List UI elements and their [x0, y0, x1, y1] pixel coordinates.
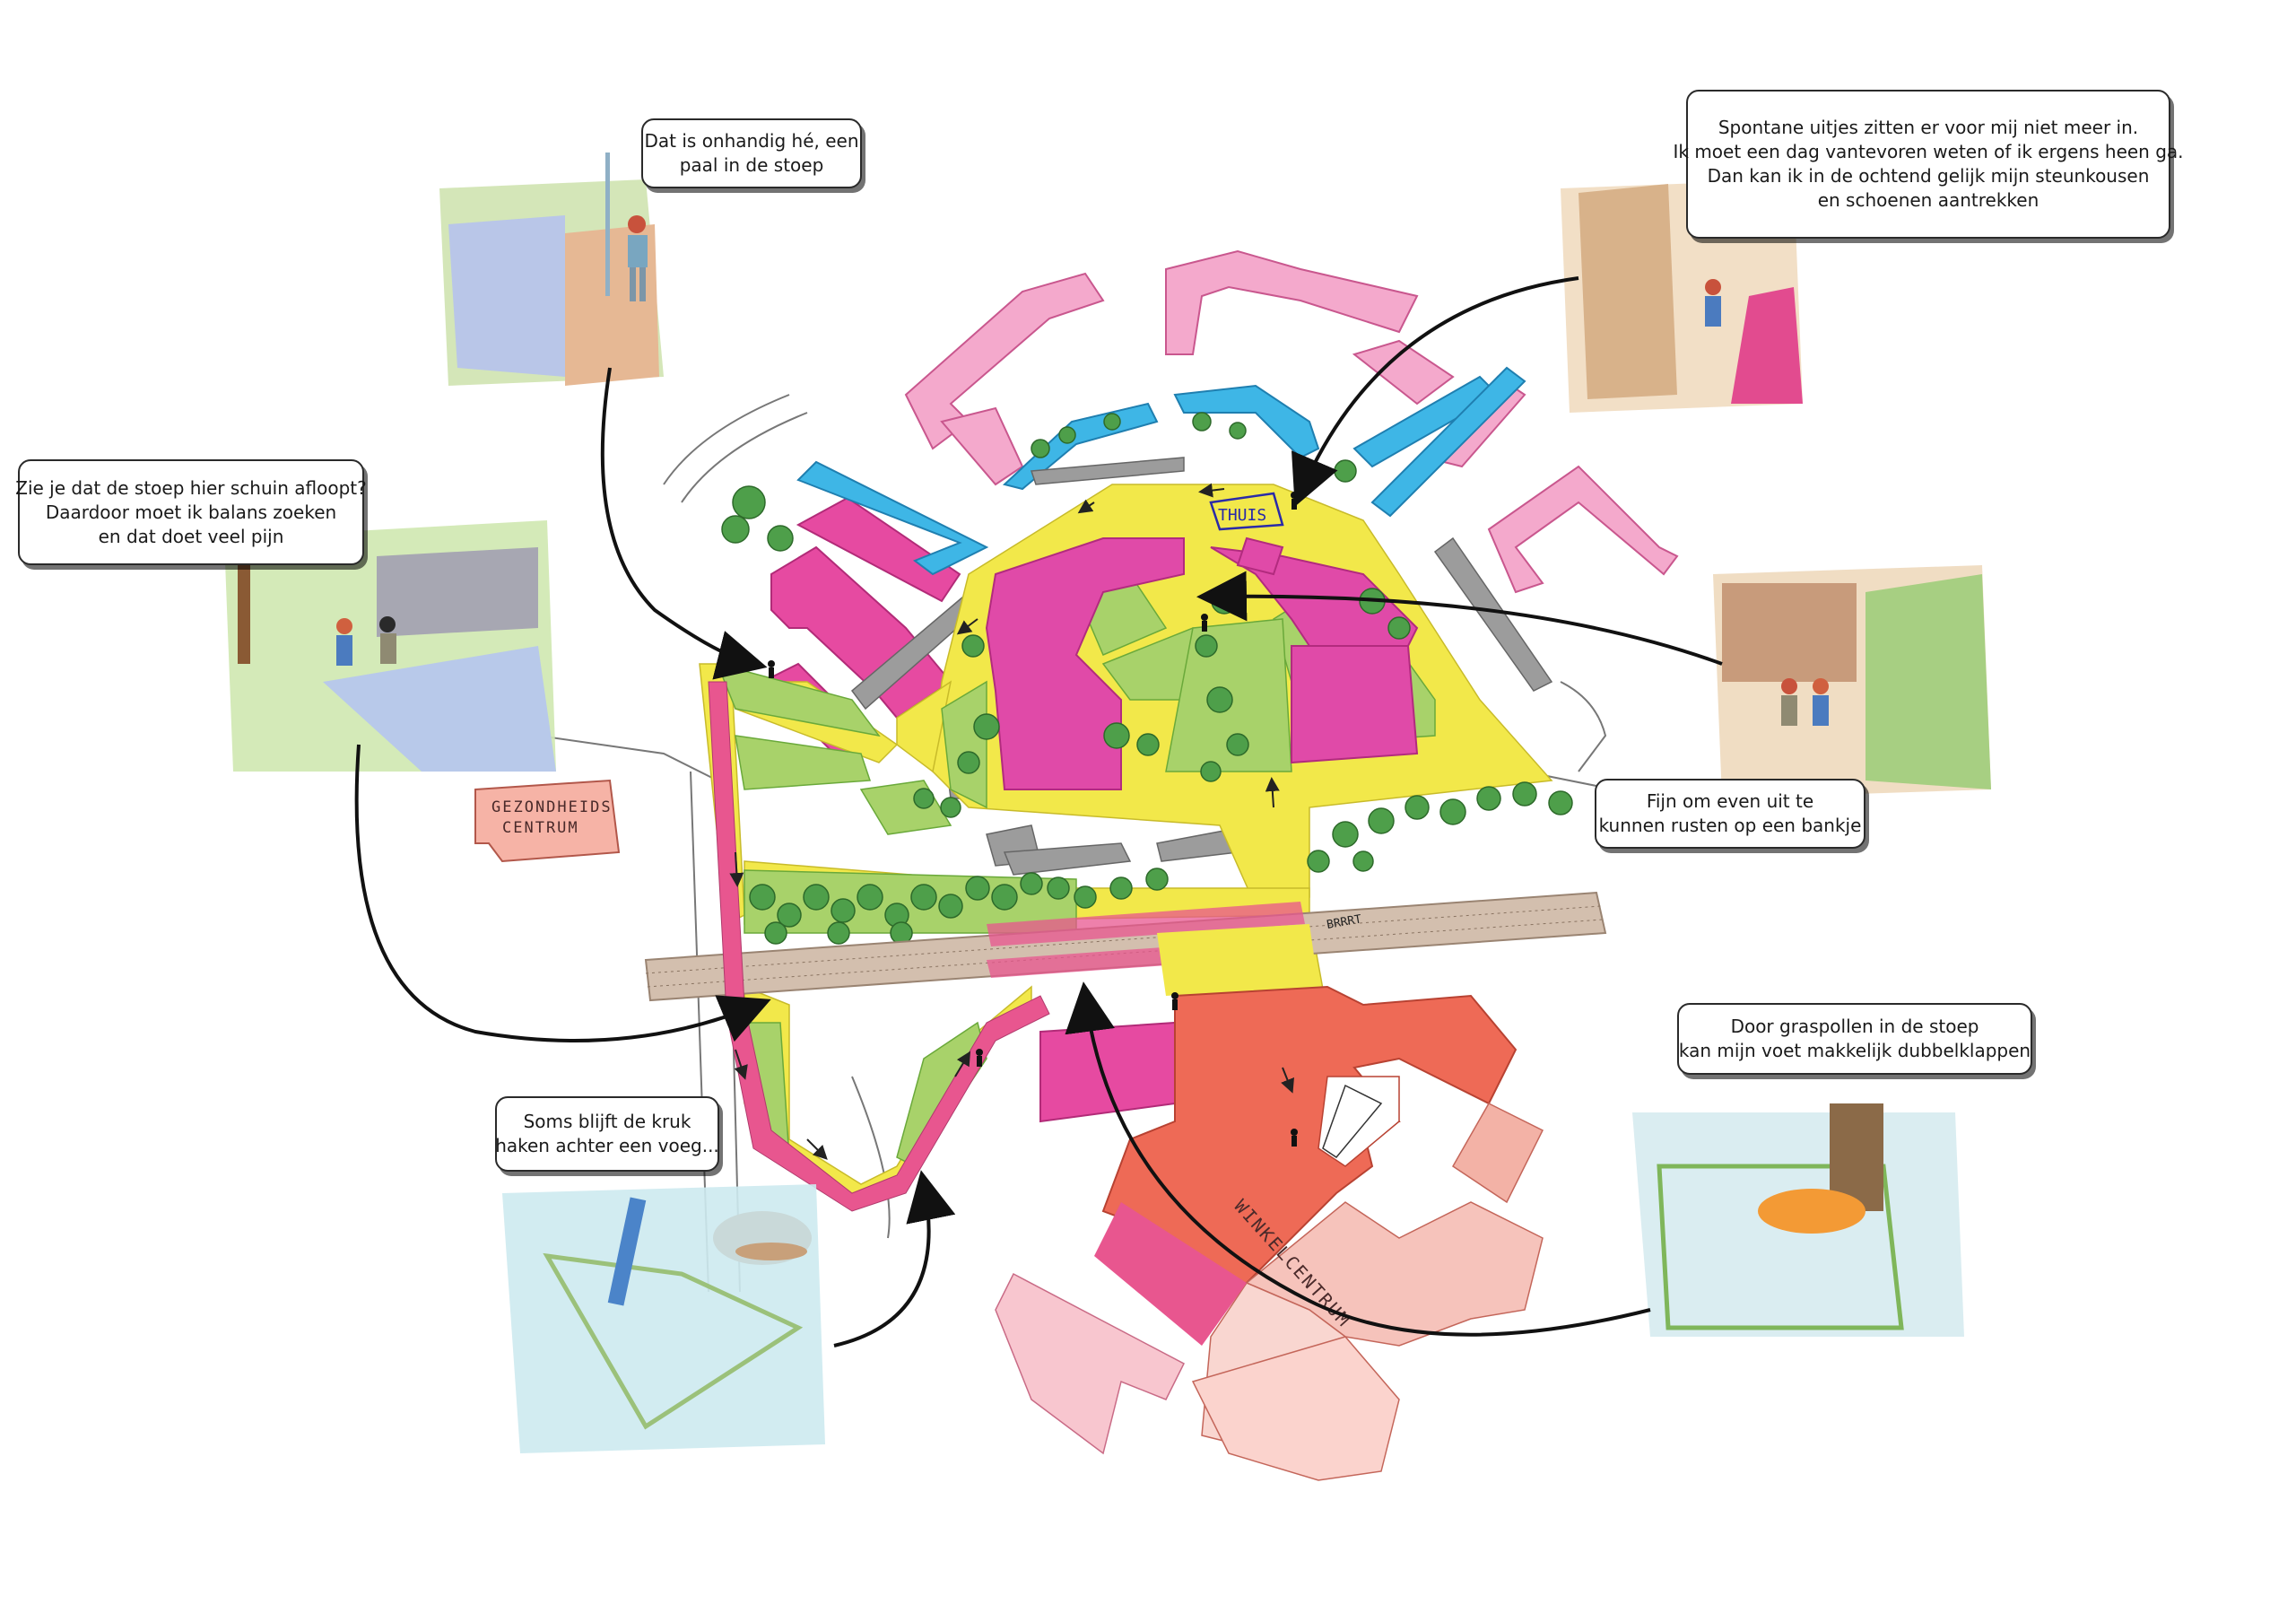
connector-arrows	[354, 276, 1723, 1347]
bicycle-bell-label: BRRRT	[1326, 912, 1362, 932]
quote-crutch-line-1: Soms blijft de kruk	[523, 1111, 691, 1132]
quote-pole-line-1: Dat is onhandig hé, een	[644, 130, 859, 152]
health-centre: GEZONDHEIDS CENTRUM	[474, 779, 621, 863]
photo-street-with-person	[1561, 179, 1803, 413]
quote-spontaneous-line-1: Spontane uitjes zitten er voor mij niet …	[1718, 117, 2139, 138]
photo-pole-in-sidewalk	[439, 153, 664, 386]
central-buildings	[985, 536, 1419, 790]
shopping-centre	[995, 985, 1544, 1481]
quote-spontaneous: Spontane uitjes zitten er voor mij niet …	[1673, 90, 2184, 239]
railway	[644, 891, 1607, 1002]
quote-spontaneous-line-2: Ik moet een dag vantevoren weten of ik e…	[1673, 141, 2184, 162]
quote-crutch: Soms blijft de kruk haken achter een voe…	[495, 1096, 719, 1172]
route-arrows	[729, 483, 1294, 1160]
quote-spontaneous-line-3: Dan kan ik in de ochtend gelijk mijn ste…	[1707, 165, 2150, 187]
photo-crutch-on-paving	[502, 1184, 825, 1453]
quote-slope-line-3: en dat doet veel pijn	[98, 525, 284, 547]
quote-grass-line-2: kan mijn voet makkelijk dubbelklappen	[1678, 1040, 2031, 1061]
quote-spontaneous-line-4: en schoenen aantrekken	[1817, 189, 2039, 211]
quote-slope-line-1: Zie je dat de stoep hier schuin afloopt?	[15, 476, 367, 499]
green-spaces	[716, 572, 1436, 1167]
quote-crutch-line-2: haken achter een voeg...	[495, 1135, 719, 1156]
photo-bench-view	[1713, 565, 1991, 798]
health-centre-label-line1: GEZONDHEIDS	[491, 798, 613, 816]
quote-grass-line-1: Door graspollen in de stoep	[1730, 1016, 1979, 1037]
home-label: THUIS	[1218, 506, 1266, 525]
trees	[721, 412, 1573, 945]
photo-sloping-sidewalk	[224, 520, 556, 772]
quote-pole: Dat is onhandig hé, een paal in de stoep	[641, 118, 862, 188]
photo-grass-tufts-in-pavement	[1632, 1103, 1964, 1337]
health-centre-label-line2: CENTRUM	[502, 819, 579, 837]
quote-bench: Fijn om even uit te kunnen rusten op een…	[1595, 779, 1866, 849]
quote-slope-line-2: Daardoor moet ik balans zoeken	[45, 501, 337, 523]
quote-pole-line-2: paal in de stoep	[679, 154, 824, 176]
quote-grass: Door graspollen in de stoep kan mijn voe…	[1677, 1003, 2032, 1075]
quote-bench-line-1: Fijn om even uit te	[1646, 790, 1814, 812]
home-marker: THUIS	[1209, 492, 1284, 531]
quote-slope: Zie je dat de stoep hier schuin afloopt?…	[15, 459, 367, 565]
quote-bench-line-2: kunnen rusten op een bankje	[1598, 815, 1862, 836]
footpath-west	[708, 681, 1050, 1212]
